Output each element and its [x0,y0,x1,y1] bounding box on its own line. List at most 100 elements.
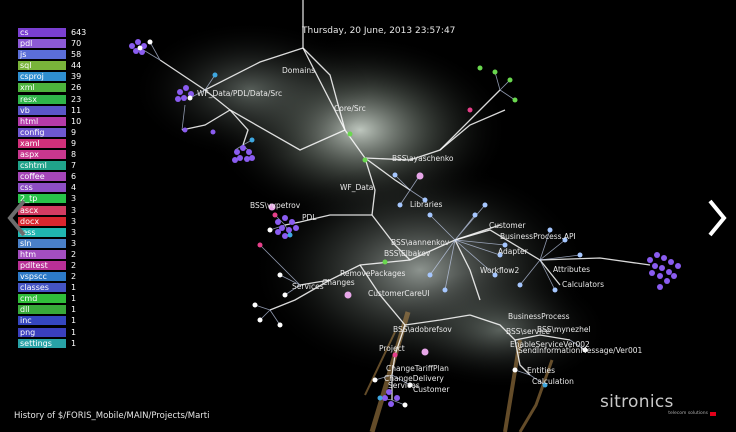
chevron-right-icon [708,199,727,237]
dir-label: RemovePackages [340,269,406,278]
legend-swatch [18,161,66,171]
legend-count: 3 [71,227,77,237]
legend-label: resx [20,94,37,104]
next-button[interactable] [702,195,732,241]
dir-label: Attributes [553,265,590,274]
dir-label: Domains [282,66,315,75]
dir-label: Calculation [532,377,574,386]
legend-item: inc 1 [18,315,98,326]
sitronics-logo: sitronics telecom solutions [600,392,716,420]
dir-label: CustomerCareUI [368,289,430,298]
logo-wordmark: sitronics [600,392,674,412]
dir-label: Adapter [498,247,529,256]
dir-label: Calculators [562,280,604,289]
legend-label: coffee [20,172,45,182]
legend-count: 1 [71,316,77,326]
legend-label: sql [20,61,32,71]
legend-label: css [20,183,33,193]
legend-swatch [18,227,66,237]
legend-item: cshtml 7 [18,160,98,171]
legend-swatch [18,205,66,215]
legend-swatch [18,172,66,182]
legend-item: vb 11 [18,105,98,116]
legend-label: classes [20,283,49,293]
legend-label: config [20,127,45,137]
legend-swatch [18,249,66,259]
legend-label: dll [20,305,30,315]
legend-item: cs 643 [18,27,98,38]
legend-count: 7 [71,161,77,171]
legend-swatch [18,61,66,71]
directory-edges [159,0,651,400]
dir-label: Project [379,344,405,353]
legend-swatch [18,83,66,93]
legend-count: 39 [71,72,82,82]
dir-label: Changes [322,278,355,287]
legend-item: ascx 3 [18,205,98,216]
legend-label: cshtml [20,161,47,171]
legend-label: vspscc [20,272,47,282]
legend-label: inc [20,316,32,326]
previous-button[interactable] [2,195,32,241]
legend-count: 44 [71,61,82,71]
legend-swatch [18,116,66,126]
legend-count: 1 [71,305,77,315]
legend-swatch [18,94,66,104]
legend-label: cs [20,28,29,37]
legend-label: xaml [20,138,40,148]
legend-count: 3 [71,205,77,215]
dir-label: SendInformationMessage/Ver001 [518,346,642,355]
dir-label: BSS\service [506,327,550,336]
legend-label: cmd [20,294,38,304]
legend-label: vb [20,105,30,115]
legend-label: ascx [20,205,39,215]
legend-swatch [18,138,66,148]
legend-count: 1 [71,283,77,293]
legend-label: docx [20,216,40,226]
dir-label: Workflow2 [480,266,519,275]
legend-swatch [18,338,66,348]
chevron-left-icon [7,199,26,237]
legend-swatch [18,305,66,315]
legend-swatch [18,105,66,115]
legend-item: sql 44 [18,60,98,71]
dir-label: Entities [527,366,555,375]
legend-swatch [18,294,66,304]
legend-label: sln [20,238,32,248]
legend-swatch [18,28,66,37]
legend-label: pdl [20,39,33,49]
dir-label: BusinessProcess [508,312,570,321]
legend-item: classes 1 [18,282,98,293]
dir-label: BSS\mynezhel [537,325,591,334]
legend-count: 1 [71,294,77,304]
legend-label: png [20,327,36,337]
legend-count: 11 [71,105,82,115]
legend-count: 26 [71,83,82,93]
dir-label: BSS\aannenkov [391,238,450,247]
legend-label: pdltest [20,260,48,270]
legend-count: 1 [71,338,77,348]
legend-swatch [18,150,66,160]
dir-label: PDL [302,213,317,222]
legend-count: 643 [71,28,87,37]
legend-swatch [18,272,66,282]
legend-swatch [18,327,66,337]
legend-swatch [18,283,66,293]
legend-count: 58 [71,50,82,60]
dir-label: BSS\Elbakov [384,249,431,258]
legend-label: settings [20,338,52,348]
